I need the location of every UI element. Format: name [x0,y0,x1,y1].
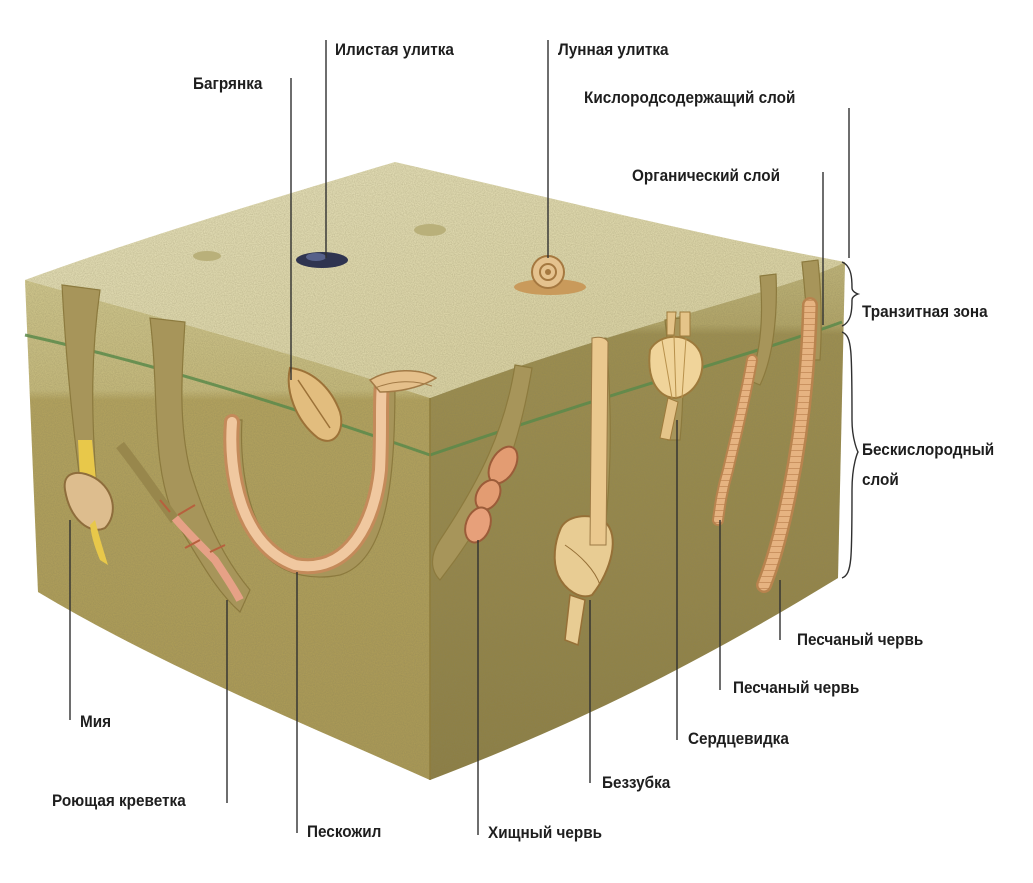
organism-peschany-cherv-1 [712,354,758,526]
label-khishchny-cherv: Хищный червь [488,823,603,842]
organism-ilistaya-ulitka [296,252,348,268]
label-bagryanka: Багрянка [193,74,263,93]
top-surface [25,162,845,398]
leader-lines [69,40,861,835]
label-royushchaya-krevetka: Роющая креветка [52,791,186,810]
label-kislorod-sloy: Кислородсодержащий слой [584,88,796,107]
organism-khishchny-cherv [464,445,519,544]
organism-bagryanka [287,366,343,442]
label-beskislorod-line2: слой [862,470,899,489]
label-peschany-cherv-2: Песчаный червь [733,678,860,697]
organism-bezzubka [553,336,614,647]
label-peskozhil: Пескожил [307,822,382,841]
label-bezzubka: Беззубка [602,773,671,792]
label-lunnaya-ulitka: Лунная улитка [558,40,669,59]
label-tranzit-zona: Транзитная зона [862,302,988,321]
label-serdtsevidka: Сердцевидка [688,729,789,748]
organism-lunnaya-ulitka [514,255,586,295]
label-peschany-cherv-1: Песчаный червь [797,630,924,649]
label-ilistaya-ulitka: Илистая улитка [335,40,454,59]
label-beskislorod-line1: Бескислородный [862,440,995,459]
organism-royushchaya-krevetka [159,499,244,602]
organism-serdtsevidka [648,311,704,441]
organism-peskozhil [223,370,438,575]
organism-peschany-cherv-2 [756,297,818,593]
surface-pits [193,224,446,261]
label-organich-sloy: Органический слой [632,166,780,185]
organism-miya [63,440,114,565]
label-miya: Мия [80,712,112,731]
